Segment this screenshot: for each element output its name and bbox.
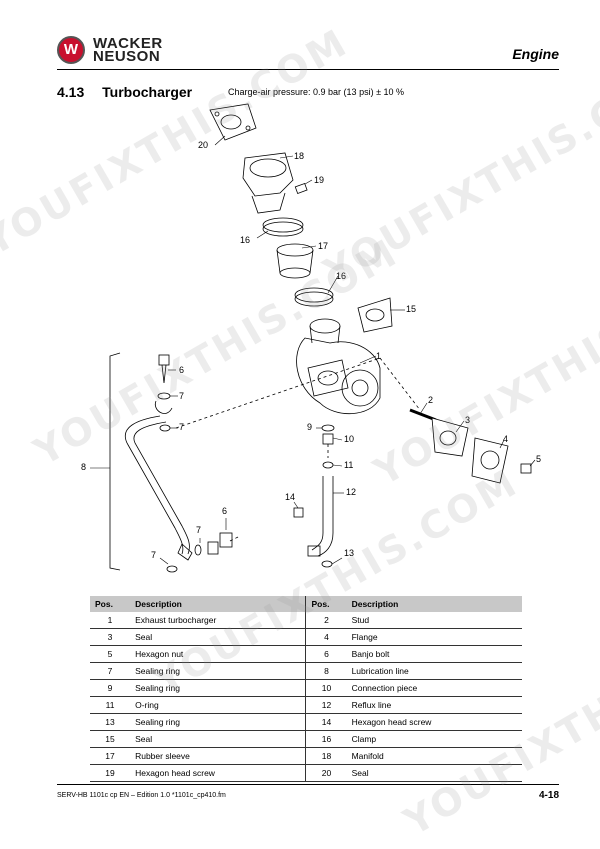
callout-18: 18 <box>294 151 305 161</box>
brand-line-1: WACKER <box>93 35 163 52</box>
pos-cell: 4 <box>305 628 347 646</box>
section-title: Turbocharger <box>102 84 193 100</box>
description-cell: Flange <box>346 628 522 646</box>
description-cell: Connection piece <box>346 679 522 697</box>
pos-cell: 13 <box>90 713 131 731</box>
header-pos: Pos. <box>305 596 347 612</box>
description-cell: Clamp <box>346 730 522 748</box>
pos-cell: 19 <box>90 764 131 782</box>
description-cell: Reflux line <box>346 696 522 714</box>
callout-10: 10 <box>344 434 355 444</box>
pos-cell: 15 <box>90 730 131 748</box>
header-description: Description <box>346 596 522 612</box>
turbocharger-exploded-diagram <box>90 103 536 573</box>
callout-17: 17 <box>318 241 329 251</box>
callout-2: 2 <box>428 395 434 405</box>
description-cell: Rubber sleeve <box>130 747 306 765</box>
callout-3: 3 <box>465 415 471 425</box>
callout-7-d: 7 <box>151 550 157 560</box>
description-cell: Banjo bolt <box>346 645 522 663</box>
callout-16-lower: 16 <box>336 271 347 281</box>
description-cell: Stud <box>346 612 522 629</box>
callout-1: 1 <box>376 351 382 361</box>
pos-cell: 10 <box>305 679 347 697</box>
pos-cell: 6 <box>305 645 347 663</box>
description-cell: Sealing ring <box>130 662 306 680</box>
callout-13: 13 <box>344 548 355 558</box>
description-cell: Seal <box>346 764 522 782</box>
section-heading: 4.13 Turbocharger <box>57 84 192 100</box>
description-cell: Sealing ring <box>130 713 306 731</box>
description-cell: Hexagon head screw <box>130 764 306 782</box>
pos-cell: 11 <box>90 696 131 714</box>
callout-5: 5 <box>536 454 542 464</box>
description-cell: Lubrication line <box>346 662 522 680</box>
pos-cell: 7 <box>90 662 131 680</box>
callout-9: 9 <box>307 422 313 432</box>
footer-document-id: SERV-HB 1101c cp EN – Edition 1.0 *1101c… <box>57 792 226 799</box>
pos-cell: 5 <box>90 645 131 663</box>
callout-4: 4 <box>503 434 509 444</box>
header-description: Description <box>130 596 306 612</box>
callout-6-lower: 6 <box>222 506 228 516</box>
description-cell: Exhaust turbocharger <box>130 612 306 629</box>
description-cell: Manifold <box>346 747 522 765</box>
brand-line-2: NEUSON <box>93 48 161 65</box>
header-rule <box>57 69 559 70</box>
pos-cell: 12 <box>305 696 347 714</box>
pos-cell: 2 <box>305 612 347 629</box>
brand-name: WACKER NEUSON <box>93 35 163 65</box>
pos-cell: 8 <box>305 662 347 680</box>
page-number: 4-18 <box>538 790 559 801</box>
description-cell: Seal <box>130 730 306 748</box>
diagram-callouts: 20 18 19 16 17 16 15 1 6 7 7 2 3 4 5 9 1… <box>80 98 560 588</box>
callout-11: 11 <box>344 460 354 470</box>
callout-7-c: 7 <box>196 525 202 535</box>
pos-cell: 17 <box>90 747 131 765</box>
brand-logo-icon: W <box>57 36 85 64</box>
header-pos: Pos. <box>90 596 131 612</box>
callout-19: 19 <box>314 175 325 185</box>
description-cell: Hexagon head screw <box>346 713 522 731</box>
callout-6-upper: 6 <box>179 365 185 375</box>
callout-12: 12 <box>346 487 357 497</box>
description-cell: Sealing ring <box>130 679 306 697</box>
description-cell: Hexagon nut <box>130 645 306 663</box>
callout-7-b: 7 <box>179 422 185 432</box>
pos-cell: 14 <box>305 713 347 731</box>
footer-rule <box>57 784 559 785</box>
callout-14: 14 <box>285 492 296 502</box>
callout-20: 20 <box>198 140 209 150</box>
callout-7-a: 7 <box>179 391 185 401</box>
pos-cell: 20 <box>305 764 347 782</box>
charge-air-pressure-note: Charge-air pressure: 0.9 bar (13 psi) ± … <box>228 87 405 97</box>
callout-15: 15 <box>406 304 417 314</box>
description-cell: Seal <box>130 628 306 646</box>
pos-cell: 1 <box>90 612 131 629</box>
pos-cell: 3 <box>90 628 131 646</box>
chapter-title: Engine <box>512 46 559 62</box>
pos-cell: 18 <box>305 747 347 765</box>
callout-16-upper: 16 <box>240 235 251 245</box>
table-header-row: Pos. Description Pos. Description <box>90 596 522 612</box>
description-cell: O-ring <box>130 696 306 714</box>
section-number: 4.13 <box>57 84 85 100</box>
pos-cell: 16 <box>305 730 347 748</box>
page-header: W WACKER NEUSON Engine <box>57 30 559 70</box>
pos-cell: 9 <box>90 679 131 697</box>
callout-8: 8 <box>81 462 87 472</box>
